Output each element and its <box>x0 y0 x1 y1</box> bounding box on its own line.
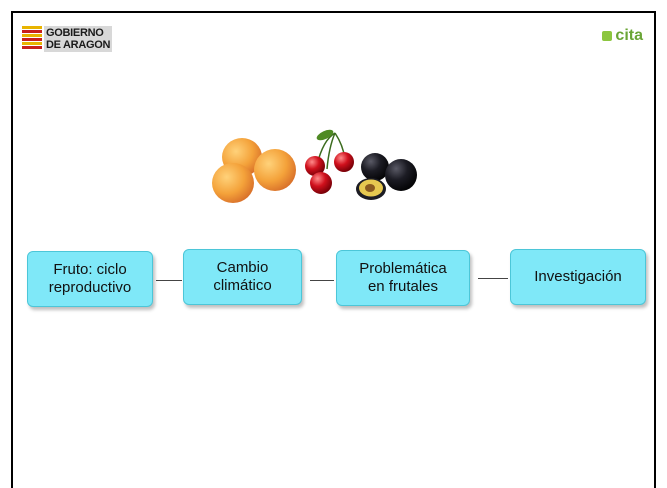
node-cambio-climatico: Cambio climático <box>183 249 302 305</box>
connector-3-4 <box>478 278 508 279</box>
aragon-flag-icon <box>22 26 42 54</box>
logo-text: GOBIERNO DE ARAGON <box>44 26 113 52</box>
connector-1-2 <box>156 280 182 281</box>
plum-icon <box>356 153 417 200</box>
apricot-icon <box>212 138 296 203</box>
cherry-icon <box>305 129 354 194</box>
logo-line-2: DE ARAGON <box>46 39 111 51</box>
cita-logo-text: cita <box>615 27 643 44</box>
logo-line-1: GOBIERNO <box>46 27 104 39</box>
cita-logo: cita <box>602 28 643 44</box>
fruits-image <box>212 129 417 203</box>
node-problematica-en-frutales: Problemática en frutales <box>336 250 470 306</box>
cita-mark-icon <box>602 31 613 41</box>
node-fruto-ciclo-reproductivo: Fruto: ciclo reproductivo <box>27 251 153 307</box>
gobierno-aragon-logo: GOBIERNO DE ARAGON <box>22 24 118 58</box>
connector-2-3 <box>310 280 334 281</box>
node-investigacion: Investigación <box>510 249 646 305</box>
